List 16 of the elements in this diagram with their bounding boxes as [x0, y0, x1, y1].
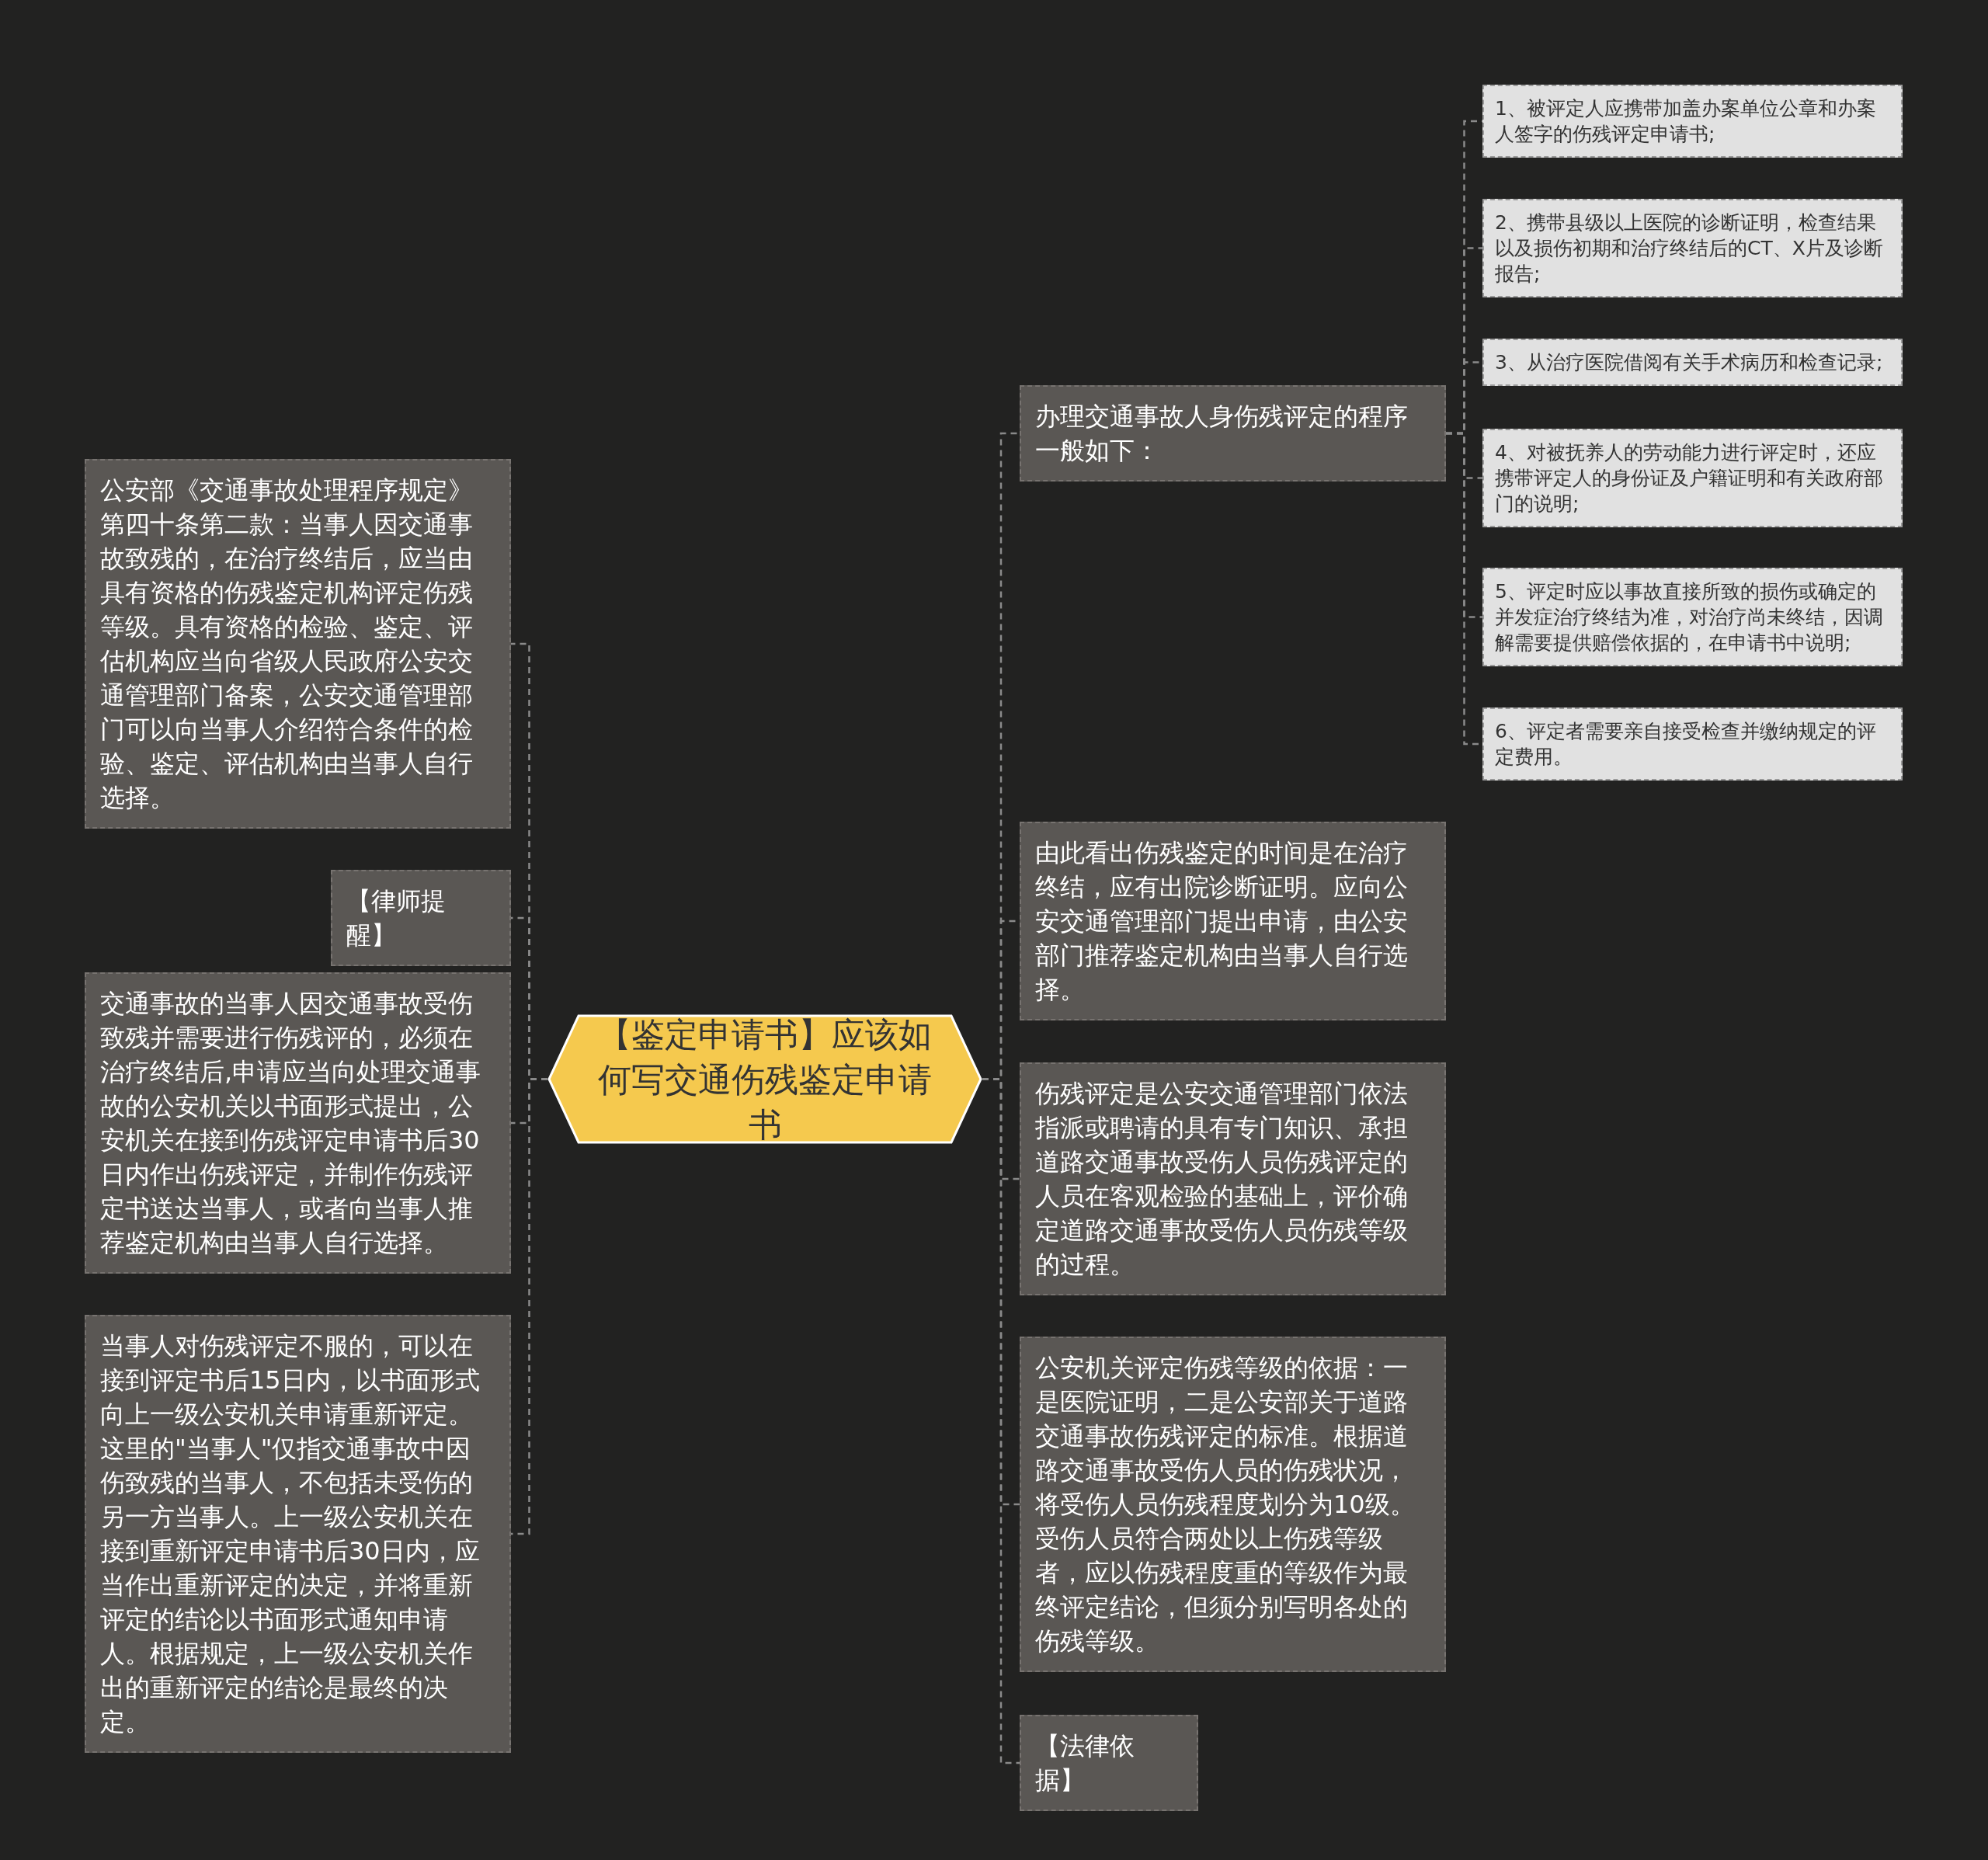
text-box: 【法律依据】 — [1020, 1715, 1198, 1811]
list-item-box: 1、被评定人应携带加盖办案单位公章和办案人签字的伤残评定申请书; — [1482, 85, 1903, 158]
list-item-box: 5、评定时应以事故直接所致的损伤或确定的并发症治疗终结为准，对治疗尚未终结，因调解需要提供赔偿依据的，在申请书中说明; — [1482, 568, 1903, 666]
text-box: 当事人对伤残评定不服的，可以在接到评定书后15日内，以书面形式向上一级公安机关申请重新评定。这里的"当事人"仅指交通事故中因伤致残的当事人，不包括未受伤的另一方当事人。上一级公安机关在接到重新评定申请书后30日内，应当作出重新评定的决定，并将重新评定的结论以书面形式通知申请人。根据规定，上一级公安机关作出的重新评定的结论是最终的决定。 — [85, 1315, 511, 1753]
text-box: 【律师提醒】 — [331, 870, 511, 966]
list-item-box: 6、评定者需要亲自接受检查并缴纳规定的评定费用。 — [1482, 707, 1903, 781]
topic-hexagon: 【鉴定申请书】应该如何写交通伤残鉴定申请书 — [547, 1014, 982, 1144]
text-box: 公安机关评定伤残等级的依据：一是医院证明，二是公安部关于道路交通事故伤残评定的标准。根据道路交通事故受伤人员的伤残状况，将受伤人员伤残程度划分为10级。受伤人员符合两处以上伤残等级者，应以伤残程度重的等级作为最终评定结论，但须分别写明各处的伤残等级。 — [1020, 1337, 1446, 1672]
text-box: 交通事故的当事人因交通事故受伤致残并需要进行伤残评的，必须在治疗终结后,申请应当向处理交通事故的公安机关以书面形式提出，公安机关在接到伤残评定申请书后30日内作出伤残评定，并制作伤残评定书送达当事人，或者向当事人推荐鉴定机构由当事人自行选择。 — [85, 972, 511, 1274]
text-box: 由此看出伤残鉴定的时间是在治疗终结，应有出院诊断证明。应向公安交通管理部门提出申请，由公安部门推荐鉴定机构由当事人自行选择。 — [1020, 822, 1446, 1020]
list-item-box: 4、对被抚养人的劳动能力进行评定时，还应携带评定人的身份证及户籍证明和有关政府部门的说明; — [1482, 429, 1903, 527]
list-item-box: 3、从治疗医院借阅有关手术病历和检查记录; — [1482, 339, 1903, 386]
list-item-box: 2、携带县级以上医院的诊断证明，检查结果以及损伤初期和治疗终结后的CT、X片及诊断报告; — [1482, 199, 1903, 297]
text-box: 办理交通事故人身伤残评定的程序一般如下： — [1020, 385, 1446, 482]
text-box: 伤残评定是公安交通管理部门依法指派或聘请的具有专门知识、承担道路交通事故受伤人员伤残评定的人员在客观检验的基础上，评价确定道路交通事故受伤人员伤残等级的过程。 — [1020, 1062, 1446, 1295]
text-box: 公安部《交通事故处理程序规定》第四十条第二款：当事人因交通事故致残的，在治疗终结后，应当由具有资格的伤残鉴定机构评定伤残等级。具有资格的检验、鉴定、评估机构应当向省级人民政府公安交通管理部门备案，公安交通管理部门可以向当事人介绍符合条件的检验、鉴定、评估机构由当事人自行选择。 — [85, 459, 511, 829]
